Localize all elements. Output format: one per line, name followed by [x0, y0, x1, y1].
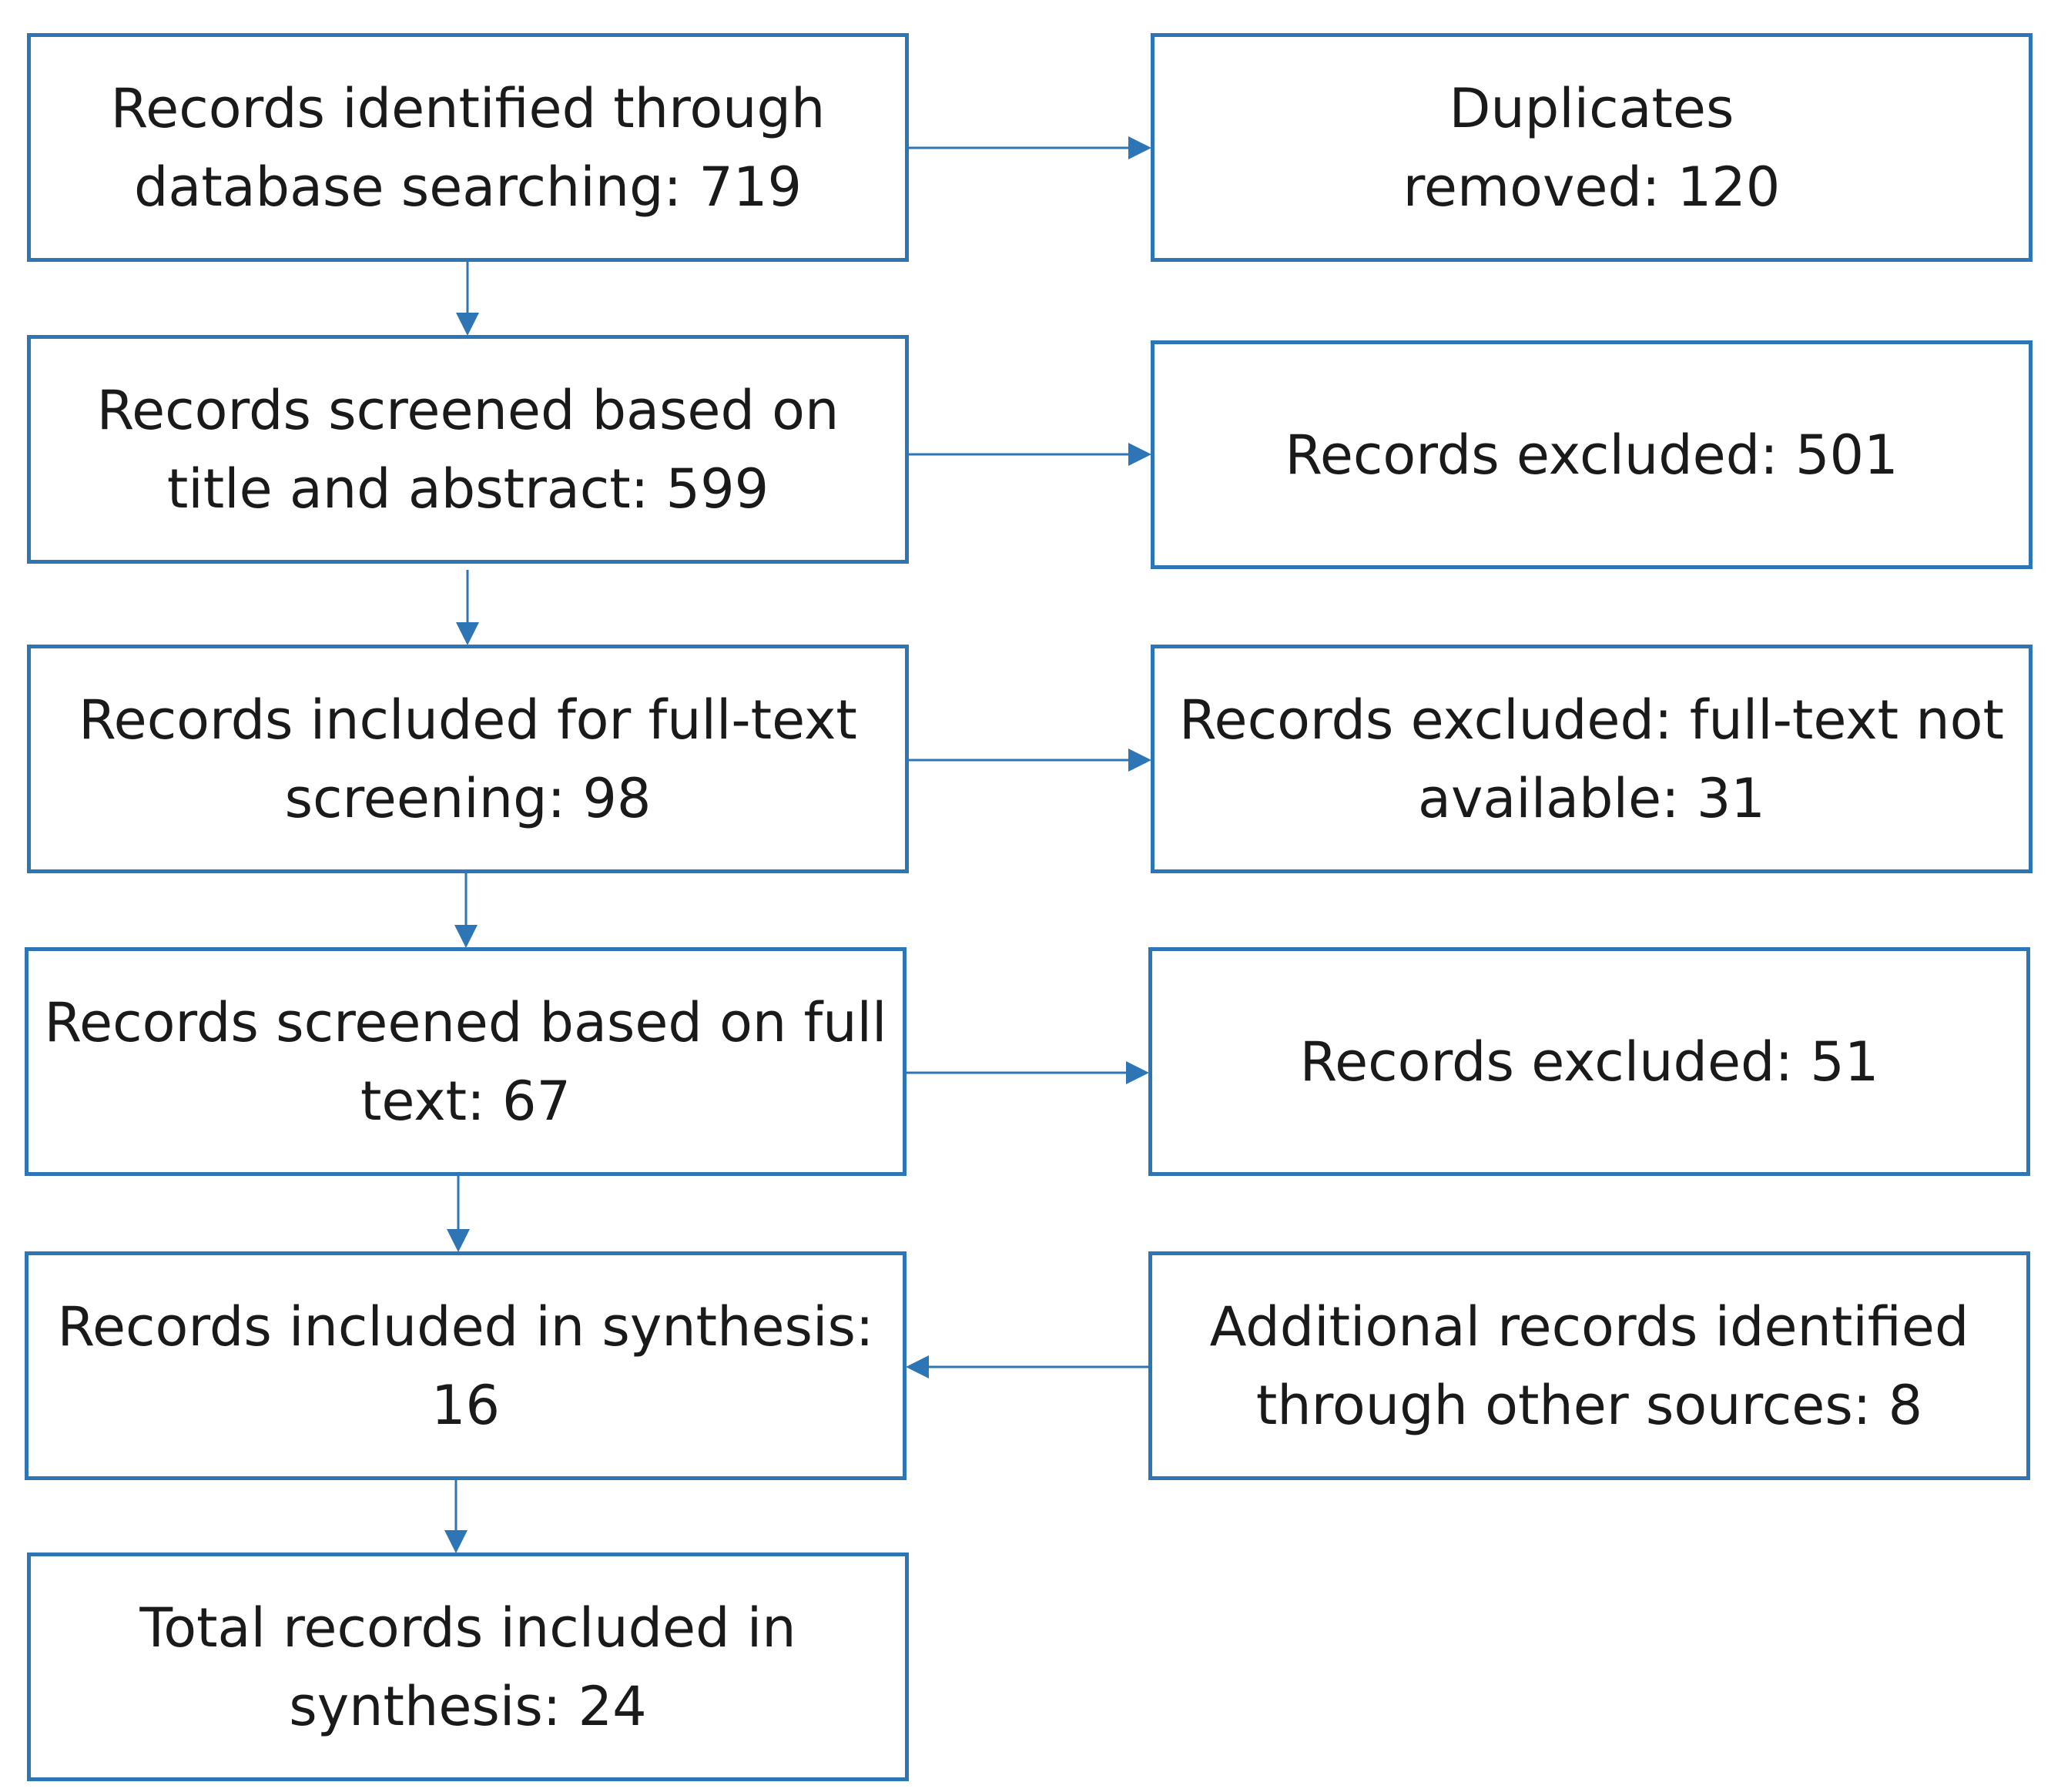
- box-text-line: screening: 98: [284, 766, 652, 830]
- box-text-line: Records excluded: 51: [1299, 1030, 1879, 1094]
- box-text-line: Records screened based on: [96, 378, 840, 442]
- box-text-line: Records included for full-text: [79, 688, 857, 752]
- box-records-screened-fulltext: Records screened based on full text: 67: [25, 947, 907, 1176]
- box-text-line: Records included in synthesis:: [57, 1295, 874, 1358]
- box-records-identified: Records identified through database sear…: [27, 33, 909, 262]
- box-text-line: available: 31: [1418, 766, 1765, 830]
- box-records-screened-title-abstract: Records screened based on title and abst…: [27, 335, 909, 564]
- box-records-excluded-title-abstract: Records excluded: 501: [1151, 340, 2033, 569]
- box-text-line: synthesis: 24: [289, 1674, 647, 1738]
- box-duplicates-removed: Duplicates removed: 120: [1151, 33, 2033, 262]
- box-text-line: through other sources: 8: [1255, 1373, 1923, 1437]
- box-text-line: Records screened based on full: [44, 990, 887, 1054]
- box-records-included-synthesis: Records included in synthesis: 16: [25, 1251, 907, 1480]
- box-text-line: Records identified through: [110, 76, 826, 140]
- box-text-line: Duplicates: [1449, 76, 1734, 140]
- box-text-line: Records excluded: full-text not: [1179, 688, 2004, 752]
- box-text-line: 16: [431, 1373, 501, 1437]
- box-text-line: Records excluded: 501: [1285, 423, 1899, 487]
- box-text-line: database searching: 719: [133, 155, 802, 219]
- box-total-records-included: Total records included in synthesis: 24: [27, 1553, 909, 1781]
- box-text-line: title and abstract: 599: [166, 457, 769, 521]
- box-text-line: Total records included in: [139, 1596, 796, 1660]
- box-text-line: text: 67: [360, 1069, 571, 1133]
- box-text-line: removed: 120: [1403, 155, 1781, 219]
- box-records-excluded-not-available: Records excluded: full-text not availabl…: [1151, 645, 2033, 873]
- box-records-excluded-fulltext: Records excluded: 51: [1148, 947, 2030, 1176]
- box-additional-records: Additional records identified through ot…: [1148, 1251, 2030, 1480]
- box-text-line: Additional records identified: [1209, 1295, 1969, 1358]
- box-records-included-fulltext: Records included for full-text screening…: [27, 645, 909, 873]
